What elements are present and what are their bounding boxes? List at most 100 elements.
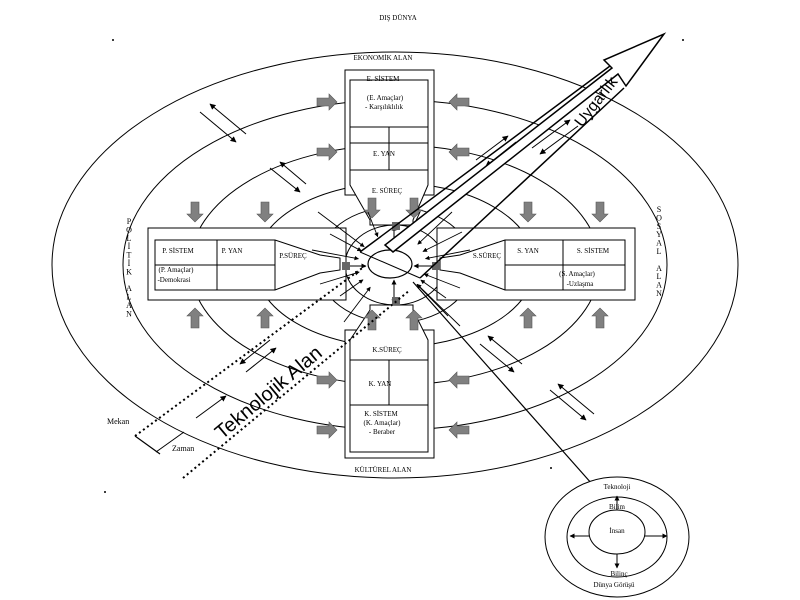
radial-arrow — [329, 233, 362, 252]
gray-arrow — [519, 201, 537, 223]
social-side: S. YAN — [517, 247, 539, 255]
radial-arrow — [417, 211, 453, 245]
zone-letter: A — [656, 264, 662, 273]
gray-arrow — [256, 307, 274, 329]
gray-arrow — [316, 93, 338, 111]
social-branch: S.SÜREÇ S. YAN S. SİSTEM (S. Amaçlar) -U… — [436, 227, 636, 301]
zone-letter: L — [127, 293, 132, 302]
zone-letter: İ — [128, 242, 131, 251]
zone-letter: O — [656, 213, 662, 222]
economic-branch: E. SİSTEM (E. Amaçlar) - Karşılıklılık E… — [344, 69, 435, 226]
economic-goals: (E. Amaçlar) — [367, 94, 404, 102]
political-democracy: -Demokrasi — [157, 276, 190, 284]
flow-arrow — [245, 347, 277, 373]
gray-arrow — [405, 309, 423, 331]
tech-field-label: Teknolojik Alan — [211, 342, 326, 444]
zone-letter: S — [657, 222, 661, 231]
radial-arrow — [420, 279, 447, 299]
zone-letter: S — [657, 205, 661, 214]
flow-arrow — [239, 339, 271, 365]
zone-letter: A — [656, 281, 662, 290]
flow-arrow — [279, 161, 307, 185]
cultural-goals: (K. Amaçlar) — [364, 419, 402, 427]
zone-letter: Y — [656, 230, 662, 239]
political-branch: P. SİSTEM (P. Amaçlar) -Demokrasi P. YAN… — [147, 227, 347, 301]
space-label: Mekan — [107, 417, 129, 426]
gray-arrow — [519, 307, 537, 329]
gray-block-arrows — [186, 93, 609, 439]
political-system: P. SİSTEM — [162, 247, 194, 255]
radial-arrow — [423, 273, 461, 289]
inset-human: İnsan — [609, 527, 625, 535]
gray-arrow — [405, 197, 423, 219]
flow-arrow — [487, 335, 523, 365]
economic-reciprocity: - Karşılıklılık — [365, 103, 403, 111]
gray-arrow — [316, 371, 338, 389]
gray-arrow — [448, 143, 470, 161]
radial-arrow — [422, 231, 463, 252]
core-ellipse — [367, 249, 413, 279]
flow-arrow — [531, 119, 571, 149]
inset-connector — [412, 281, 593, 485]
gray-arrow — [448, 371, 470, 389]
time-label: Zaman — [172, 444, 194, 453]
cultural-process: K.SÜREÇ — [372, 346, 402, 354]
inset-diagram: Teknoloji Bilim İnsan Bilinç Dünya Görüş… — [544, 476, 690, 598]
economic-zone-label: EKONOMİK ALAN — [354, 54, 413, 62]
flow-arrow — [269, 167, 301, 193]
gray-arrow — [186, 307, 204, 329]
outer-ellipse — [51, 51, 739, 479]
radial-arrow — [343, 286, 371, 323]
gray-arrow — [256, 201, 274, 223]
flow-arrow — [539, 125, 579, 155]
radial-arrow — [416, 283, 461, 327]
zone-letter: L — [127, 234, 132, 243]
cultural-system: K. SİSTEM — [364, 410, 398, 418]
zone-letter: L — [657, 247, 662, 256]
zone-letter: P — [127, 217, 132, 226]
zone-letter: N — [126, 309, 132, 318]
political-process: P.SÜREÇ — [279, 252, 307, 260]
zone-letter: İ — [128, 259, 131, 268]
radial-arrow — [311, 249, 359, 261]
gray-arrow — [316, 143, 338, 161]
radial-arrow — [317, 211, 365, 248]
political-side: P. YAN — [222, 247, 243, 255]
zone-letter: K — [126, 267, 132, 276]
cultural-together: - Beraber — [369, 428, 396, 436]
flow-arrow — [475, 135, 509, 161]
gray-arrow — [316, 421, 338, 439]
radial-arrow — [425, 249, 471, 261]
flow-arrow — [479, 343, 515, 373]
gray-arrow — [591, 307, 609, 329]
civilization-arrow: Uygarlık — [359, 32, 667, 288]
cultural-branch: K.SÜREÇ K. YAN K. SİSTEM (K. Amaçlar) - … — [344, 304, 435, 459]
gray-arrow — [448, 421, 470, 439]
flow-arrow — [199, 111, 237, 143]
zone-letter: A — [126, 284, 132, 293]
political-goals: (P. Amaçlar) — [159, 266, 195, 274]
inset-consciousness: Bilinç — [610, 570, 627, 578]
zone-letter: N — [656, 289, 662, 298]
zone-letter: O — [126, 225, 132, 234]
radial-arrow — [367, 211, 379, 238]
social-process: S.SÜREÇ — [473, 252, 502, 260]
corner-dots — [104, 39, 684, 493]
zone-letter: A — [126, 301, 132, 310]
social-system: S. SİSTEM — [577, 247, 610, 255]
inset-technology: Teknoloji — [604, 483, 631, 491]
flow-arrow — [209, 103, 247, 135]
zone-letter: L — [657, 272, 662, 281]
inset-worldview: Dünya Görüşü — [593, 581, 635, 589]
zone-letter: T — [127, 251, 132, 260]
flow-arrow — [557, 383, 595, 415]
cultural-zone-label: KÜLTÜREL ALAN — [355, 466, 412, 474]
social-consensus: -Uzlaşma — [567, 280, 595, 288]
economic-side: E. YAN — [373, 150, 395, 158]
gray-arrow — [186, 201, 204, 223]
outer-world-label: DIŞ DÜNYA — [379, 14, 417, 22]
zone-letter: A — [656, 239, 662, 248]
